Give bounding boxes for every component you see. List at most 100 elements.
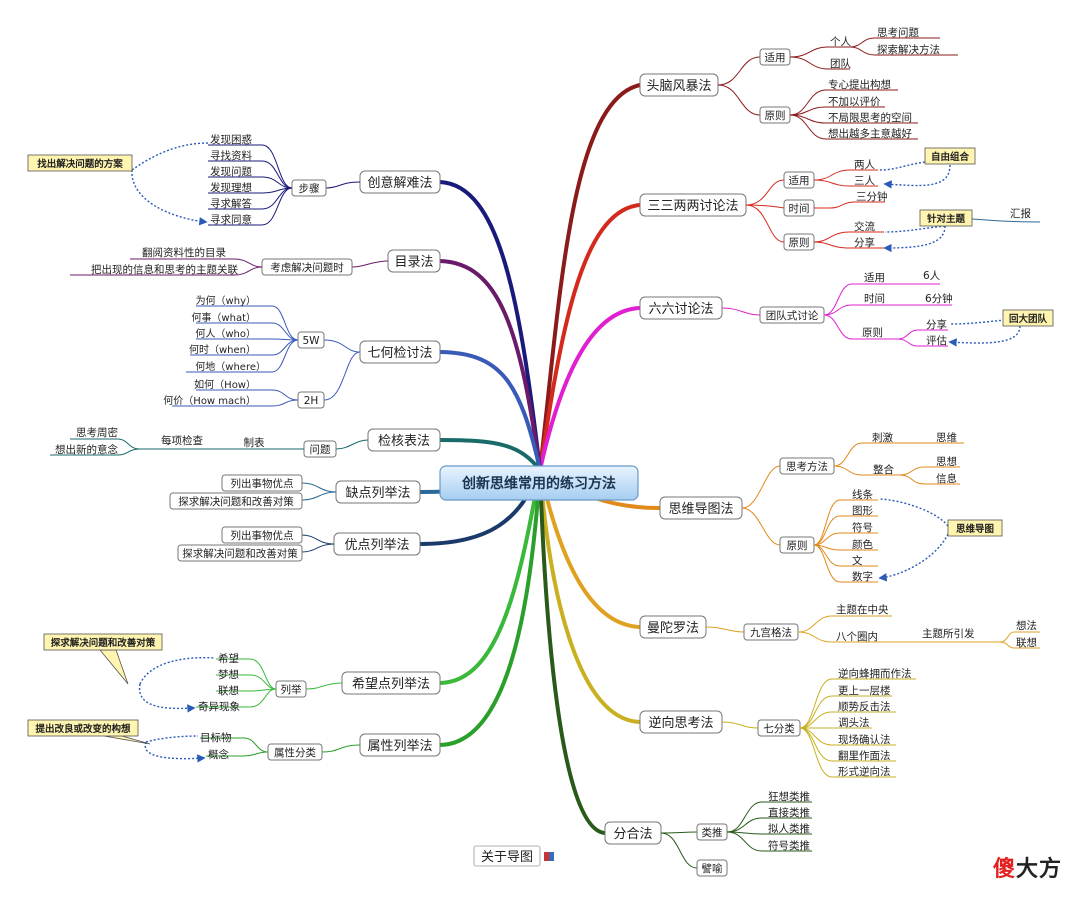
label-ll-shiyong: 适用 [864, 272, 885, 284]
label-shuxing[interactable]: 属性列举法 [367, 739, 432, 754]
label-shiyong: 适用 [765, 52, 786, 64]
labels-mulu: 目录法 考虑解决问题时 翻阅资料性的目录 把出现的信息和思考的主题关联 [91, 246, 434, 276]
callouts-shuxing: 提出改良或改变的构想 [27, 719, 206, 763]
callout-tanqiu [43, 633, 163, 651]
center-title: 创新思维常用的练习方法 [461, 475, 616, 492]
label-qd-a: 列出事物优点 [231, 477, 294, 490]
label-mm-item-4: 文 [852, 554, 863, 567]
label-sixiang: 思想 [936, 455, 957, 468]
label-reverse[interactable]: 逆向思考法 [648, 715, 713, 731]
about-map-label[interactable]: 关于导图 [481, 850, 533, 865]
book-icon [544, 852, 554, 861]
label-mulu[interactable]: 目录法 [394, 255, 433, 270]
label-w-0: 为何（why） [196, 294, 256, 307]
label-mm-item-2: 符号 [852, 521, 873, 534]
label-xiwang[interactable]: 希望点列举法 [352, 676, 430, 692]
label-chuangyi[interactable]: 创意解难法 [367, 175, 432, 191]
about-map[interactable]: 关于导图 [473, 845, 554, 867]
label-mm-yuanze: 原则 [787, 539, 808, 552]
label-liangren: 两人 [854, 159, 875, 171]
label-sx-a: 目标物 [200, 731, 232, 744]
label-zhibiao: 制表 [244, 436, 265, 449]
callouts-mindmap: 思维导图 [878, 498, 1003, 582]
callouts-sansan: 自由组合 针对主题 [879, 147, 976, 253]
label-quedian[interactable]: 缺点列举法 [345, 486, 410, 501]
callout-siweidaotu [947, 519, 1003, 537]
label-cy-item-3: 发现理想 [210, 181, 252, 194]
branch-line-xiwang [438, 468, 542, 685]
branch-line-mulu [438, 259, 542, 472]
center-node[interactable]: 创新思维常用的练习方法 [439, 465, 639, 501]
labels-sansan: 三三两两讨论法 适用 时间 原则 两人 三人 三分钟 交流 分享 汇报 [647, 159, 1031, 249]
label-siweifangfa: 思考方法 [786, 460, 828, 473]
label-jianhe[interactable]: 检核表法 [378, 434, 430, 449]
label-rv-item-4: 现场确认法 [838, 733, 891, 746]
branch-line-fenhe [538, 468, 607, 835]
label-md-a: 主题在中央 [836, 603, 889, 616]
label-cy-item-4: 寻求解答 [210, 197, 252, 210]
label-mindmap[interactable]: 思维导图法 [668, 502, 733, 517]
label-tuanduishi: 团队式讨论 [766, 309, 819, 322]
label-ll-yuanze: 原则 [862, 326, 883, 339]
label-xinxi: 信息 [936, 472, 957, 485]
label-geren: 个人 [830, 36, 851, 48]
labels-mindmap: 思维导图法 思考方法 原则 刺激 思维 整合 思想 信息 线条 图形 符号 颜色… [668, 431, 957, 583]
label-rv-item-5: 翻里作面法 [838, 749, 891, 762]
label-youdian[interactable]: 优点列举法 [344, 538, 409, 553]
label-xw-item-1: 梦想 [218, 668, 239, 681]
branch-mulu [70, 249, 441, 276]
label-xw-item-0: 希望 [218, 652, 239, 665]
callout-tichu [27, 719, 139, 737]
label-md-b: 八个圈内 [836, 630, 878, 643]
branch-reverse [639, 678, 916, 778]
callout-siweidaotu-text: 思维导图 [956, 523, 994, 535]
branch-qihe [172, 305, 441, 409]
labels-xiwang: 希望点列举法 列举 希望 梦想 联想 奇异现象 [198, 652, 430, 713]
label-cy-item-0: 发现困惑 [210, 133, 252, 146]
label-yd-b: 探求解决问题和改善对策 [182, 547, 298, 560]
label-fenxiang: 分享 [854, 236, 875, 249]
label-h-0: 如何（How） [194, 378, 256, 391]
branch-mandala [639, 615, 1040, 649]
branch-brainstorm [639, 37, 958, 140]
label-mm-item-5: 数字 [852, 570, 873, 583]
label-liuliu[interactable]: 六六讨论法 [648, 302, 713, 317]
branch-line-sansan [538, 203, 642, 472]
label-lieju: 列举 [281, 683, 302, 696]
branch-line-shuxing [438, 468, 542, 747]
label-tuandui: 团队 [830, 57, 851, 70]
label-mm-item-0: 线条 [852, 488, 873, 501]
label-sansan[interactable]: 三三两两讨论法 [647, 199, 738, 214]
callout-zhendui-text: 针对主题 [927, 213, 966, 225]
branch-xiwang [196, 658, 441, 708]
labels-mandala: 曼陀罗法 九宫格法 主题在中央 八个圈内 主题所引发 想法 联想 [647, 603, 1037, 649]
callouts-liuliu: 回大团队 [948, 309, 1054, 347]
watermark-text: 大方 [1015, 857, 1062, 882]
labels-reverse: 逆向思考法 七分类 逆向蜂拥而作法 更上一层楼 顺势反击法 调头法 现场确认法 … [648, 667, 911, 778]
label-meixiang: 每项检查 [161, 434, 203, 447]
label-qihe[interactable]: 七何检讨法 [367, 345, 432, 361]
label-liuren: 6人 [923, 270, 941, 282]
label-fh-item-1: 直接类推 [768, 806, 810, 819]
label-w-2: 何人（who） [195, 327, 256, 340]
label-g1: 思考问题 [877, 26, 919, 39]
label-mandala[interactable]: 曼陀罗法 [647, 620, 699, 636]
label-liufenzhong: 6分钟 [925, 292, 953, 305]
branch-line-mandala [538, 468, 642, 629]
label-mm-item-3: 颜色 [852, 538, 873, 551]
branch-jianhe [50, 428, 441, 458]
labels-jianhe: 检核表法 问题 制表 每项检查 思考周密 想出新的意念 [55, 426, 430, 456]
label-y1: 专心提出构想 [828, 78, 891, 91]
branch-line-qihe [438, 350, 542, 472]
branch-line-brainstorm [538, 83, 642, 472]
label-leitui: 类推 [702, 826, 723, 839]
label-ss-yuanze: 原则 [789, 236, 810, 249]
callout-hui-text: 回大团队 [1009, 313, 1048, 325]
label-fenhe[interactable]: 分合法 [613, 827, 652, 842]
labels-shuxing: 属性列举法 属性分类 目标物 概念 [200, 731, 433, 761]
label-ll-shijian: 时间 [864, 292, 885, 305]
label-brainstorm[interactable]: 头脑风暴法 [646, 79, 711, 94]
label-jiaoliu: 交流 [854, 220, 875, 233]
branch-liuliu [639, 283, 952, 347]
labels-brainstorm: 头脑风暴法 适用 原则 个人 团队 思考问题 探索解决方法 专心提出构想 不加以… [646, 26, 940, 140]
